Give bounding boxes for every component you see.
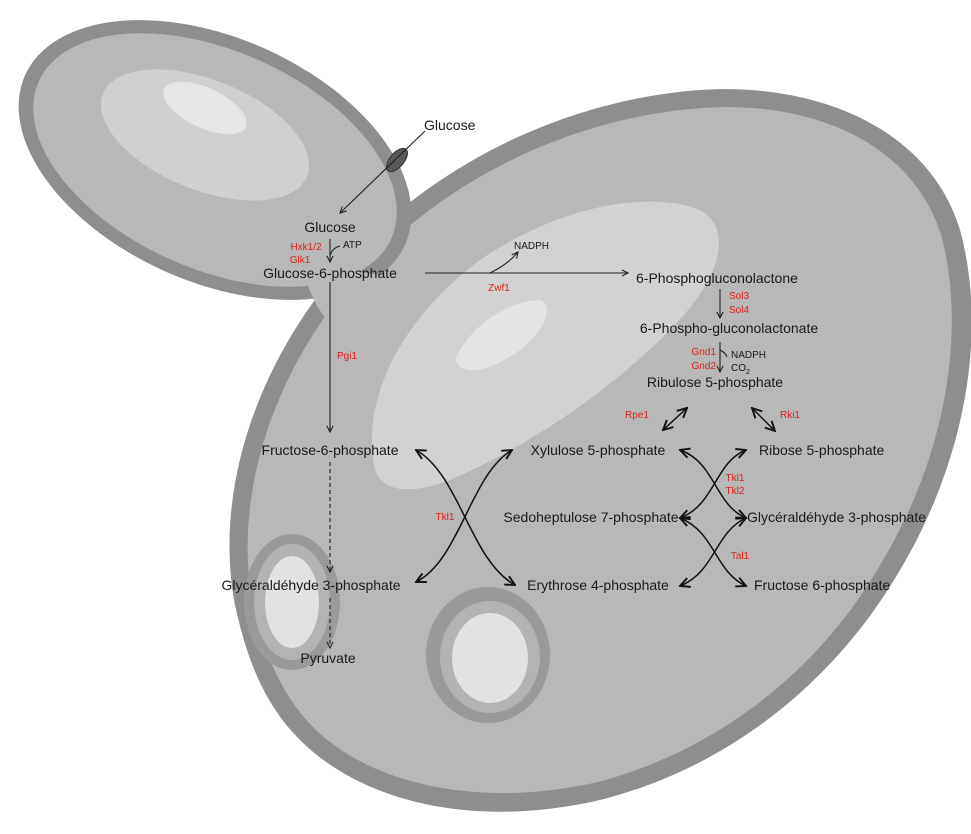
metabolite-pyruvate: Pyruvate — [300, 650, 355, 666]
metabolite-6-phospho-gluconolactonate: 6-Phospho-gluconolactonate — [640, 320, 818, 336]
mother-cell-highlight-small — [455, 300, 548, 371]
enzyme-glk: Glk1 — [290, 255, 311, 266]
enzyme-tal: Tal1 — [731, 551, 750, 562]
vacuole-bottom-inner — [452, 613, 528, 703]
enzyme-tkl1-right: Tkl1 — [726, 473, 745, 484]
reaction-arrows — [329, 130, 775, 648]
arrow-tkl-right-2 — [680, 450, 746, 518]
metabolite-sedoheptulose-7-phosphate: Sedoheptulose 7-phosphate — [503, 509, 678, 525]
metabolite-erythrose-4-phosphate: Erythrose 4-phosphate — [527, 577, 669, 593]
enzyme-gnd2: Gnd2 — [692, 361, 717, 372]
metabolite-glyceraldehyde-3-phosphate-glycolysis: Glycéraldéhyde 3-phosphate — [221, 577, 400, 593]
metabolite-glucose: Glucose — [304, 219, 356, 235]
mother-cell-inner — [247, 107, 952, 794]
enzyme-zwf: Zwf1 — [488, 283, 510, 294]
enzyme-rpe: Rpe1 — [625, 410, 649, 421]
metabolite-glucose-6-phosphate: Glucose-6-phosphate — [263, 265, 397, 281]
cofactor-labels: ATP NADPH NADPH CO2 — [343, 240, 766, 376]
metabolite-xylulose-5-phosphate: Xylulose 5-phosphate — [531, 442, 666, 458]
metabolite-labels: Glucose Glucose Glucose-6-phosphate Fruc… — [221, 117, 926, 666]
arrow-atp-cofactor — [329, 245, 341, 257]
metabolite-glyceraldehyde-3-phosphate-ppp: Glycéraldéhyde 3-phosphate — [747, 509, 926, 525]
enzyme-labels: Hxk1/2 Glk1 Pgi1 Zwf1 Sol3 Sol4 Gnd1 Gnd… — [290, 242, 801, 562]
metabolite-ribose-5-phosphate: Ribose 5-phosphate — [759, 442, 885, 458]
arrow-nadph-zwf — [489, 252, 518, 274]
enzyme-tkl-left: Tkl1 — [436, 512, 455, 523]
enzyme-hxk: Hxk1/2 — [290, 242, 322, 253]
metabolite-glucose-extracellular: Glucose — [424, 117, 476, 133]
bud-cell-highlight-small — [163, 81, 247, 135]
enzyme-rki: Rki1 — [780, 410, 800, 421]
arrow-gnd-products — [719, 349, 728, 358]
cofactor-nadph-gnd: NADPH — [731, 350, 766, 361]
cofactor-co2-text: CO — [731, 363, 746, 374]
cofactor-co2-subscript: 2 — [746, 369, 750, 376]
arrow-tal-2 — [680, 518, 746, 586]
enzyme-gnd1: Gnd1 — [692, 347, 717, 358]
cofactor-atp: ATP — [343, 240, 362, 251]
vacuole-left-inner — [265, 556, 319, 648]
enzyme-sol4: Sol4 — [729, 305, 749, 316]
enzyme-tkl2-right: Tkl2 — [726, 486, 745, 497]
arrow-tkl-left-2 — [416, 450, 512, 582]
arrow-rki — [752, 408, 775, 431]
bud-cell-highlight — [100, 69, 310, 201]
mother-cell-highlight — [371, 201, 720, 490]
arrow-rpe — [663, 408, 687, 430]
cofactor-co2: CO2 — [731, 363, 750, 376]
cofactor-nadph-zwf: NADPH — [514, 241, 549, 252]
enzyme-pgi: Pgi1 — [337, 351, 357, 362]
metabolite-fructose-6-phosphate: Fructose-6-phosphate — [262, 442, 399, 458]
metabolite-6-phosphogluconolactone: 6-Phosphogluconolactone — [636, 270, 798, 286]
enzyme-sol3: Sol3 — [729, 291, 749, 302]
metabolite-fructose-6-phosphate-ppp: Fructose 6-phosphate — [754, 577, 890, 593]
bud-neck — [300, 250, 390, 335]
yeast-cell-illustration — [18, 20, 971, 812]
arrow-glucose-import — [340, 130, 426, 213]
metabolite-ribulose-5-phosphate: Ribulose 5-phosphate — [647, 374, 783, 390]
